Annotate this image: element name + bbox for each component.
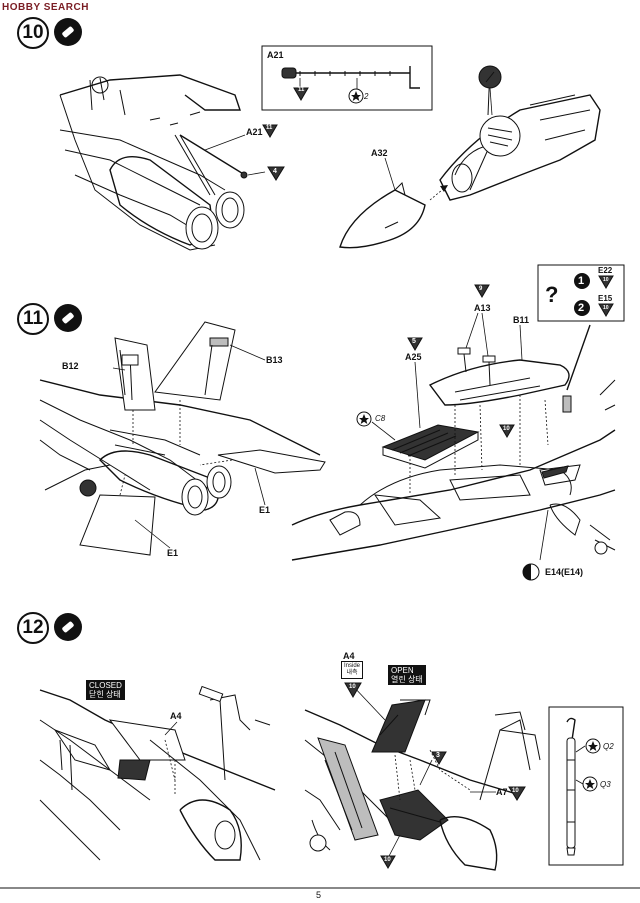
paint-marker [431, 751, 447, 765]
decal-ref-q2: Q2 [603, 742, 614, 751]
cement-icon [54, 613, 82, 641]
part-label-a21: A21 [267, 50, 284, 60]
part-label-e1-right: E1 [259, 505, 271, 515]
paint-ref-4: 4 [273, 168, 277, 175]
paint-marker [508, 786, 526, 801]
step11-options-box [537, 264, 625, 322]
inside-note: Inside 내측 [341, 661, 364, 679]
part-label-a7: A7 [496, 787, 508, 797]
step12-right-drawing [304, 699, 541, 871]
option1-paint: 10 [603, 277, 609, 283]
step-number-10: 10 [17, 17, 49, 49]
step11-right-drawing [291, 324, 616, 561]
closed-label-en: CLOSED [89, 681, 122, 690]
paint-ref-11: 11 [298, 87, 305, 93]
closed-label-kr: 닫힌 상태 [89, 690, 121, 699]
option-question-mark: ? [545, 282, 559, 307]
open-label: OPEN 열린 상태 [388, 665, 426, 685]
part-label-a4-closed: A4 [170, 711, 182, 721]
step12-antenna-box [548, 706, 624, 866]
paint-ref-inside: 10 [349, 684, 356, 690]
option-number-2: 2 [578, 302, 585, 314]
paint-ref-10-b11: 10 [503, 426, 510, 432]
part-label-b11: B11 [513, 315, 530, 325]
paint-markers [262, 124, 614, 869]
part-label-a13: A13 [474, 303, 491, 313]
page-number: 5 [316, 890, 322, 900]
part-label-a32: A32 [371, 148, 388, 158]
paint-ref-a7: 10 [512, 788, 519, 794]
paint-ref-bottom: 10 [384, 857, 391, 863]
part-label-b13: B13 [266, 355, 283, 365]
paint-marker [262, 124, 278, 138]
step12-left-drawing [39, 685, 276, 861]
open-label-en: OPEN [391, 666, 414, 675]
closed-label: CLOSED 닫힌 상태 [86, 680, 125, 700]
cement-icon [54, 18, 82, 46]
paint-marker [407, 337, 423, 351]
leader-lines [112, 87, 549, 859]
cement-icon [54, 304, 82, 332]
decal-ref-2: 2 [364, 92, 369, 101]
inside-note-kr: 내측 [346, 670, 358, 676]
step10-a21-box [261, 45, 433, 111]
paint-ref-11-side: 11 [266, 125, 273, 131]
decal-markers [356, 411, 540, 581]
step10-left-drawing [59, 74, 248, 251]
step-number-12: 12 [17, 612, 49, 644]
part-label-a4-open: A4 [343, 651, 355, 661]
watermark: HOBBY SEARCH [2, 2, 89, 13]
paint-marker [598, 275, 614, 289]
part-label-a25: A25 [405, 352, 422, 362]
paint-marker [499, 424, 515, 438]
decal-ref-c8: C8 [375, 414, 386, 423]
paint-marker [267, 166, 285, 181]
part-label-e14: E14(E14) [545, 567, 584, 577]
step11-left-drawing [39, 321, 326, 556]
paint-ref-3: 3 [436, 752, 440, 759]
paint-ref-9: 9 [479, 286, 483, 292]
part-label-a21-fuselage: A21 [246, 127, 263, 137]
step-number-11: 11 [17, 303, 49, 335]
option-number-1: 1 [578, 275, 585, 287]
open-label-kr: 열린 상태 [391, 675, 423, 684]
paint-ref-5: 5 [412, 338, 416, 345]
option1-part: E22 [598, 266, 613, 275]
paint-marker [474, 284, 490, 298]
option-circles [574, 273, 590, 316]
part-label-e1-bottom: E1 [167, 548, 179, 558]
option2-part: E15 [598, 294, 613, 303]
inside-note-en: Inside [344, 663, 361, 669]
decal-ref-q3: Q3 [600, 780, 611, 789]
paint-marker [380, 855, 396, 869]
option2-paint: 10 [603, 305, 609, 311]
paint-marker [598, 303, 614, 317]
step10-right-drawing [339, 65, 601, 249]
paint-marker [344, 682, 362, 699]
part-label-b12: B12 [62, 361, 79, 371]
